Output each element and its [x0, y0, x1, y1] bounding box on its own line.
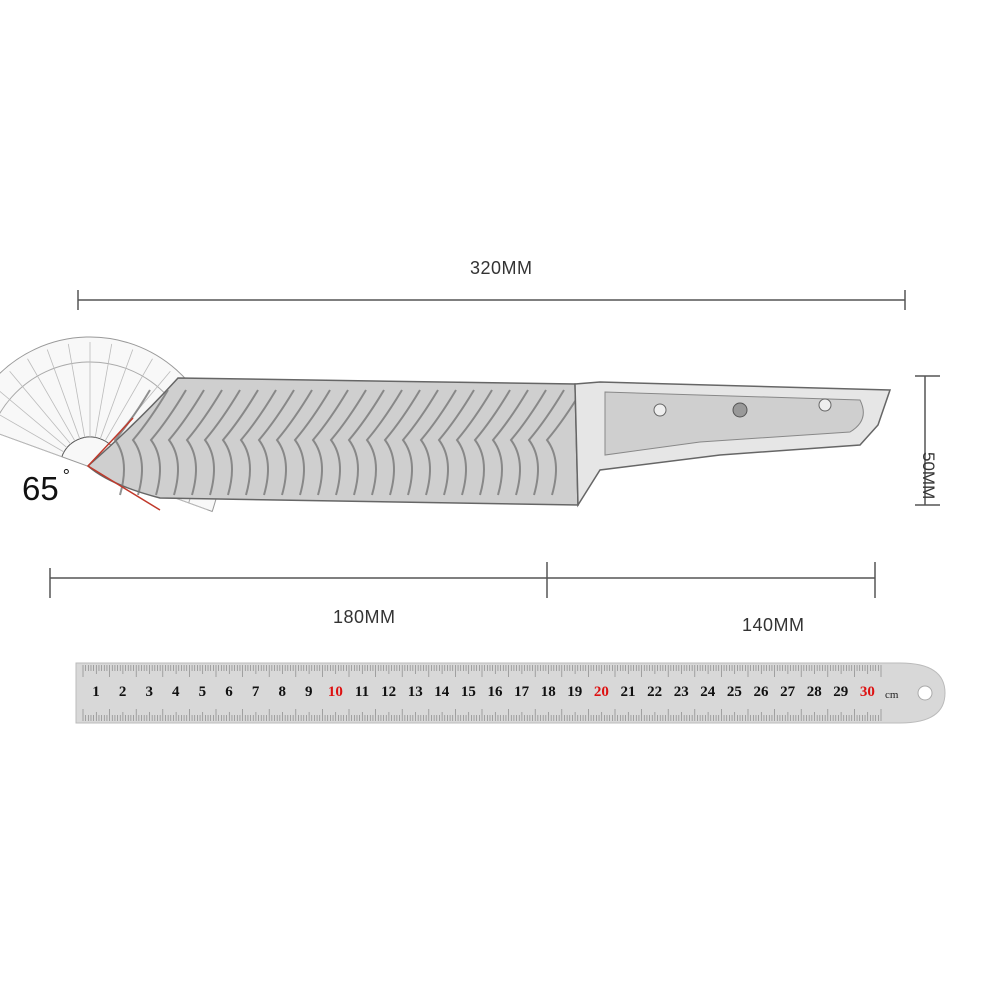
- damascus-wave: [221, 389, 259, 496]
- angle-value: 65: [22, 470, 59, 507]
- protractor-ray: [46, 349, 81, 439]
- ruler-number: 30: [859, 684, 875, 700]
- damascus-wave: [545, 389, 583, 496]
- damascus-wave: [275, 389, 313, 496]
- angle-marker: [86, 417, 161, 511]
- ruler-number: 2: [118, 684, 127, 700]
- ruler-number: 21: [620, 684, 636, 700]
- ruler-number: 23: [673, 684, 689, 700]
- total-length-dimension-line: [77, 290, 906, 310]
- damascus-wave: [293, 389, 331, 496]
- ruler-number: 18: [540, 684, 556, 700]
- ruler-number: 6: [225, 684, 233, 700]
- protractor-ray: [27, 358, 76, 442]
- damascus-wave: [455, 389, 493, 496]
- damascus-wave: [203, 389, 241, 496]
- ruler-number: 9: [305, 684, 313, 700]
- ruler-number: 1: [92, 684, 100, 700]
- damascus-wave: [419, 389, 457, 496]
- ruler-number: 17: [514, 684, 530, 700]
- damascus-wave: [311, 389, 349, 496]
- ruler-number: 12: [381, 684, 397, 700]
- damascus-wave: [347, 389, 385, 496]
- blade-height-label: 50MM: [919, 452, 938, 500]
- protractor-ray: [104, 358, 153, 442]
- damascus-wave: [491, 389, 529, 496]
- ruler-hang-hole: [917, 685, 933, 701]
- protractor-ray: [99, 349, 134, 439]
- ruler-number: 26: [753, 684, 769, 700]
- protractor-ray: [9, 370, 72, 445]
- ruler-number: 7: [251, 684, 260, 700]
- degree-symbol: °: [62, 466, 70, 486]
- handle-length-label: 140MM: [742, 615, 805, 635]
- total-length-label: 320MM: [470, 258, 533, 278]
- ruler-number: 22: [647, 684, 663, 700]
- protractor-ray: [67, 343, 86, 438]
- ruler-number: 29: [833, 684, 849, 700]
- ruler-number: 11: [354, 684, 370, 700]
- edge-angle-label: 65°: [22, 466, 70, 508]
- protractor-ray: [0, 386, 68, 449]
- damascus-wave: [239, 389, 277, 496]
- damascus-wave: [185, 389, 223, 496]
- damascus-wave: [329, 389, 367, 496]
- ruler-number: 25: [726, 684, 742, 700]
- damascus-wave: [131, 389, 169, 496]
- blade-handle-dimension-line: [49, 562, 876, 598]
- blade-height-dimension-line: [915, 375, 940, 506]
- ruler-number: 15: [460, 684, 476, 700]
- handle-rivet-logo: [732, 402, 748, 418]
- ruler-number: 8: [278, 684, 286, 700]
- damascus-wave: [509, 389, 547, 496]
- ruler-number: 3: [145, 684, 153, 700]
- damascus-wave: [383, 389, 421, 496]
- damascus-wave: [365, 389, 403, 496]
- protractor-ray: [94, 343, 113, 438]
- steel-ruler: [75, 662, 946, 724]
- ruler-number: 14: [434, 684, 450, 700]
- damascus-wave: [527, 389, 565, 496]
- ruler-number: 4: [172, 684, 180, 700]
- blade-length-label: 180MM: [333, 607, 396, 627]
- protractor-ray: [0, 404, 65, 453]
- ruler-number: 19: [567, 684, 583, 700]
- ruler-number: 5: [198, 684, 207, 700]
- damascus-wave: [437, 389, 475, 496]
- damascus-wave: [257, 389, 295, 496]
- damascus-wave: [473, 389, 511, 496]
- ruler-number: 16: [487, 684, 503, 700]
- damascus-wave: [113, 389, 151, 496]
- knife-blade: [86, 377, 583, 506]
- ruler-number: 13: [407, 684, 423, 700]
- damascus-wave: [167, 389, 205, 496]
- ruler-number: 28: [806, 684, 822, 700]
- ruler-number: 27: [780, 684, 796, 700]
- ruler-number: 10: [327, 684, 343, 700]
- damascus-wave: [149, 389, 187, 496]
- protractor-ray: [0, 423, 62, 458]
- damascus-wave: [401, 389, 439, 496]
- knife-handle: [574, 381, 892, 508]
- ruler-unit-label: cm: [885, 689, 899, 701]
- protractor-ray: [89, 341, 91, 438]
- ruler-number: 20: [593, 684, 609, 700]
- ruler-number: 24: [700, 684, 716, 700]
